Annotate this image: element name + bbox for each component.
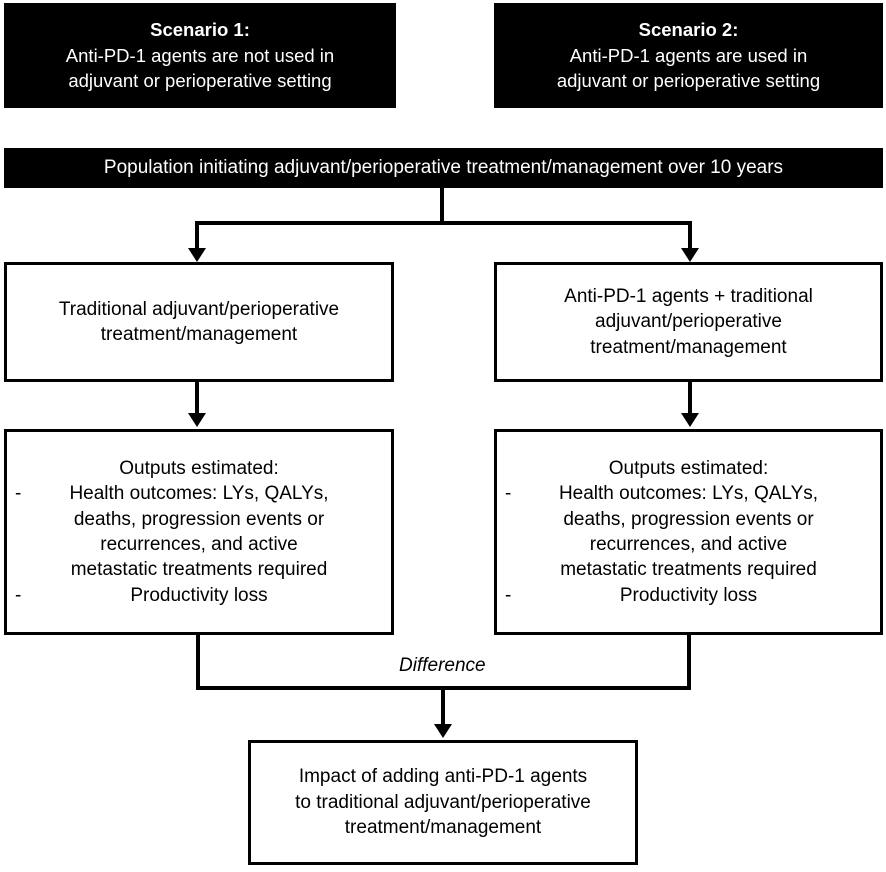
- comparator-outputs-heading: Outputs estimated:: [119, 457, 279, 479]
- result-line-1: Impact of adding anti-PD-1 agents: [298, 766, 588, 788]
- intervention-outputs-bullet-1-line-4: metastatic treatments required: [560, 559, 817, 581]
- intervention-treatment-line-2: adjuvant/perioperative: [595, 311, 782, 333]
- bullet-dash-icon: -: [505, 584, 512, 606]
- scenario-2-description-line-1: Anti-PD-1 agents are used in: [569, 44, 808, 66]
- difference-label: Difference: [391, 655, 494, 677]
- connector-intervention-to-outputs: [688, 382, 692, 414]
- result-box: Impact of adding anti-PD-1 agents to tra…: [248, 740, 638, 865]
- result-line-3: treatment/management: [344, 817, 542, 839]
- comparator-treatment-box: Traditional adjuvant/perioperative treat…: [4, 262, 394, 382]
- comparator-outputs-bullet-1-line-2: deaths, progression events or: [73, 508, 325, 530]
- arrowhead-to-intervention-arm: [681, 248, 699, 262]
- intervention-treatment-box: Anti-PD-1 agents + traditional adjuvant/…: [494, 262, 883, 382]
- intervention-outputs-heading: Outputs estimated:: [608, 457, 769, 479]
- scenario-2-header: Scenario 2: Anti-PD-1 agents are used in…: [494, 3, 883, 108]
- connector-split-right-drop: [688, 221, 692, 249]
- comparator-outputs-bullet-1-line-1: Health outcomes: LYs, QALYs,: [69, 483, 329, 505]
- scenario-1-header: Scenario 1: Anti-PD-1 agents are not use…: [4, 3, 396, 108]
- scenario-1-description-line-1: Anti-PD-1 agents are not used in: [65, 44, 335, 66]
- arrowhead-to-comparator-arm: [188, 248, 206, 262]
- scenario-2-description-line-2: adjuvant or perioperative setting: [556, 70, 821, 92]
- population-banner: Population initiating adjuvant/periopera…: [4, 148, 883, 188]
- comparator-outputs-bullet-1: - Health outcomes: LYs, QALYs,: [15, 481, 383, 506]
- arrowhead-to-comparator-outputs: [188, 413, 206, 427]
- comparator-outputs-box: Outputs estimated: - Health outcomes: LY…: [4, 429, 394, 635]
- intervention-outputs-bullet-2: - Productivity loss: [505, 583, 872, 608]
- comparator-outputs-bullet-1-line-3: recurrences, and active: [100, 534, 298, 555]
- comparator-treatment-line-2: treatment/management: [100, 324, 298, 345]
- arrowhead-to-result: [434, 724, 452, 738]
- bullet-dash-icon: -: [505, 483, 512, 505]
- intervention-outputs-box: Outputs estimated: - Health outcomes: LY…: [494, 429, 883, 635]
- comparator-outputs-bullet-2-line-1: Productivity loss: [130, 584, 268, 606]
- scenario-1-title: Scenario 1:: [150, 19, 250, 41]
- intervention-treatment-line-3: treatment/management: [590, 336, 787, 358]
- comparator-outputs-bullet-2: - Productivity loss: [15, 583, 383, 608]
- intervention-outputs-bullet-2-line-1: Productivity loss: [619, 584, 758, 606]
- intervention-outputs-bullet-1: - Health outcomes: LYs, QALYs,: [505, 481, 872, 506]
- connector-merge-right-drop: [687, 635, 691, 690]
- population-banner-text: Population initiating adjuvant/periopera…: [103, 156, 784, 178]
- connector-banner-stem: [440, 188, 444, 224]
- connector-split-bar: [195, 221, 692, 225]
- intervention-outputs-bullet-1-line-3: recurrences, and active: [589, 534, 788, 555]
- scenario-1-description-line-2: adjuvant or perioperative setting: [68, 70, 332, 92]
- result-line-2: to traditional adjuvant/perioperative: [295, 791, 591, 813]
- bullet-dash-icon: -: [15, 483, 22, 505]
- comparator-treatment-line-1: Traditional adjuvant/perioperative: [58, 298, 340, 320]
- arrowhead-to-intervention-outputs: [681, 413, 699, 427]
- connector-comparator-to-outputs: [195, 382, 199, 414]
- connector-split-left-drop: [195, 221, 199, 249]
- bullet-dash-icon: -: [15, 584, 22, 606]
- connector-merge-left-drop: [196, 635, 200, 690]
- intervention-outputs-bullet-1-line-2: deaths, progression events or: [563, 508, 814, 530]
- intervention-outputs-bullet-1-line-1: Health outcomes: LYs, QALYs,: [558, 483, 819, 505]
- intervention-treatment-line-1: Anti-PD-1 agents + traditional: [564, 285, 813, 307]
- comparator-outputs-bullet-1-line-4: metastatic treatments required: [70, 559, 328, 581]
- scenario-2-title: Scenario 2:: [638, 19, 739, 41]
- connector-merge-to-result: [441, 686, 445, 726]
